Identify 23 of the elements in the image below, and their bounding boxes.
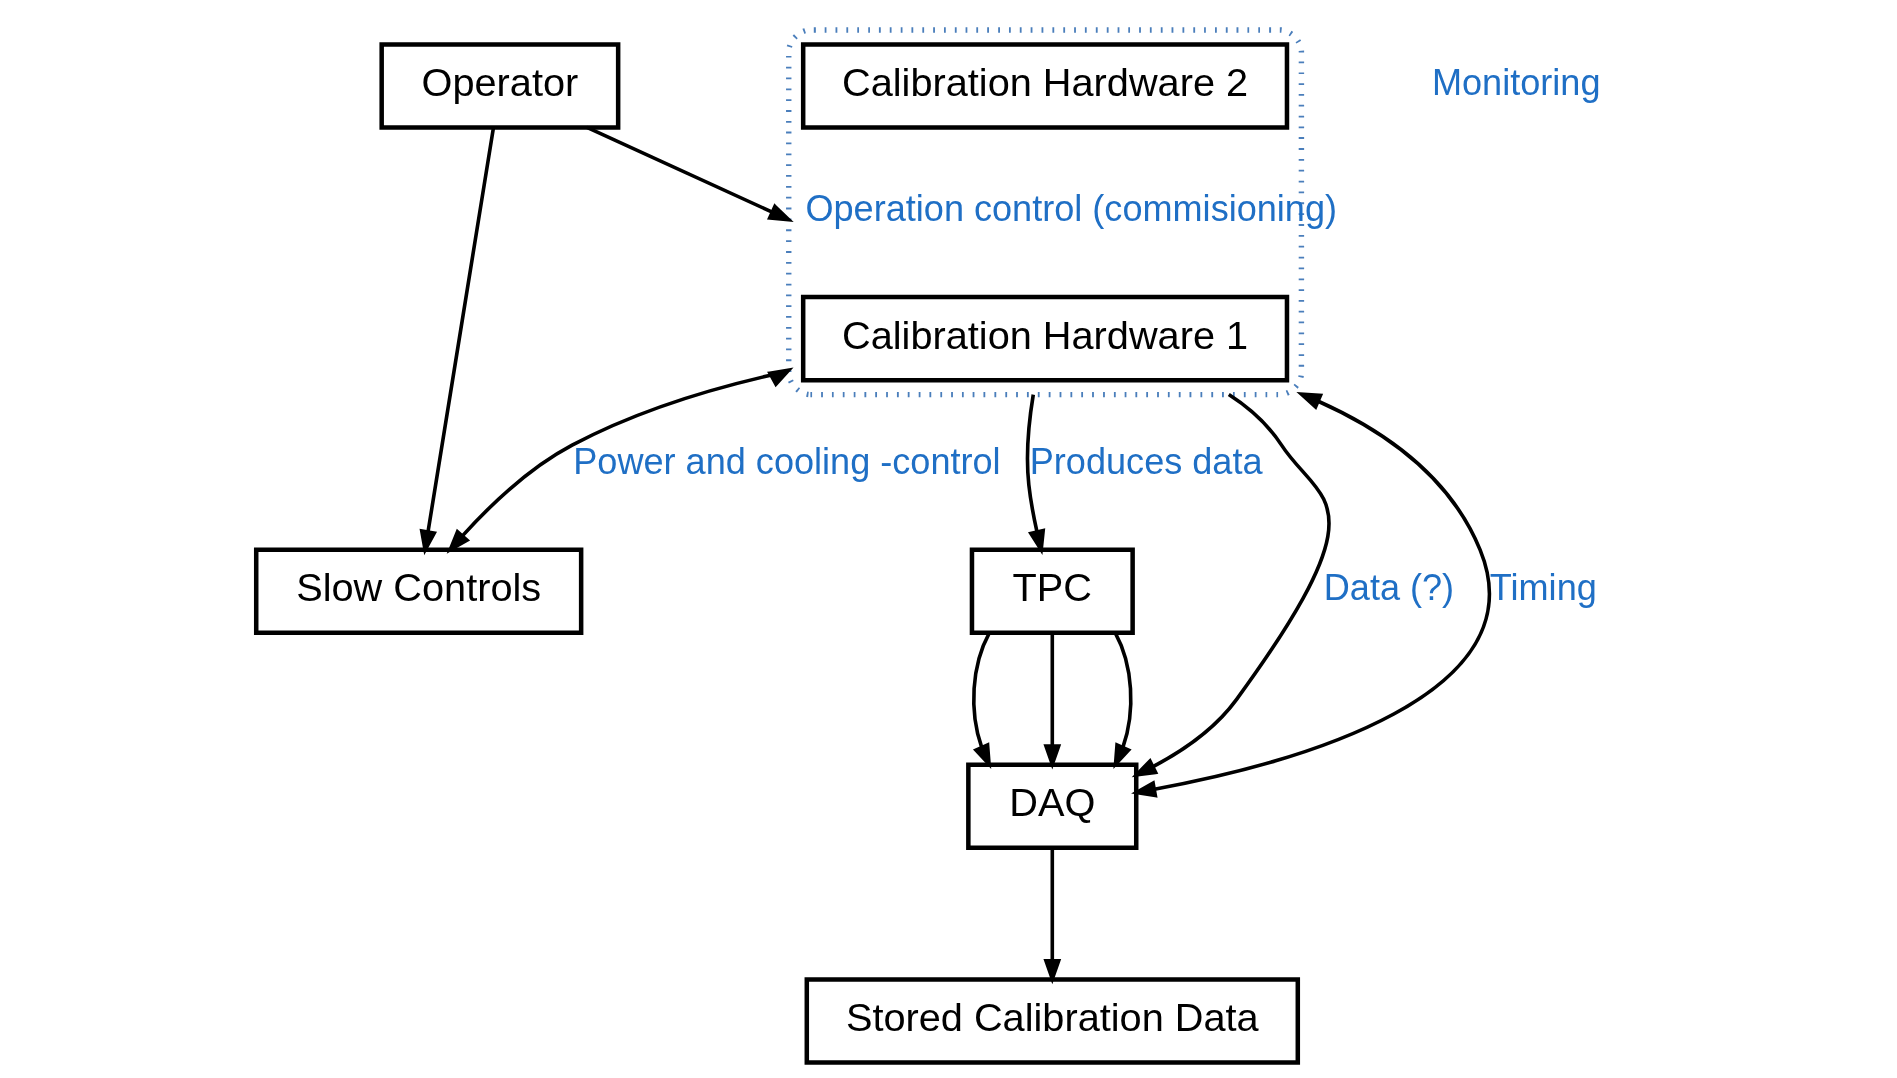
edge-label: Produces data xyxy=(1029,441,1263,483)
arrow xyxy=(1025,394,1046,555)
node-box: Slow Controls xyxy=(253,547,584,636)
arrow xyxy=(419,127,496,556)
arrow xyxy=(1043,847,1062,985)
node-box: DAQ xyxy=(966,762,1139,850)
edge-label: Operation control (commisioning) xyxy=(805,188,1338,230)
node-box: Operator xyxy=(379,42,621,130)
edge-label: Power and cooling -control xyxy=(573,441,1001,483)
node-box: Stored Calibration Data xyxy=(804,977,1301,1065)
node-box: Calibration Hardware 1 xyxy=(800,294,1290,383)
arrow xyxy=(1113,632,1133,770)
arrow xyxy=(1131,393,1331,778)
node-box: Calibration Hardware 2 xyxy=(800,42,1290,130)
arrow xyxy=(586,125,794,222)
arrow xyxy=(972,632,992,770)
node-box: TPC xyxy=(969,547,1135,636)
label: Monitoring xyxy=(1431,61,1601,103)
edge-label: Data (?) xyxy=(1323,567,1455,609)
arrow xyxy=(1043,632,1062,770)
arrow xyxy=(1131,391,1491,798)
edge-label: Timing xyxy=(1489,567,1597,609)
arrow xyxy=(446,367,794,554)
